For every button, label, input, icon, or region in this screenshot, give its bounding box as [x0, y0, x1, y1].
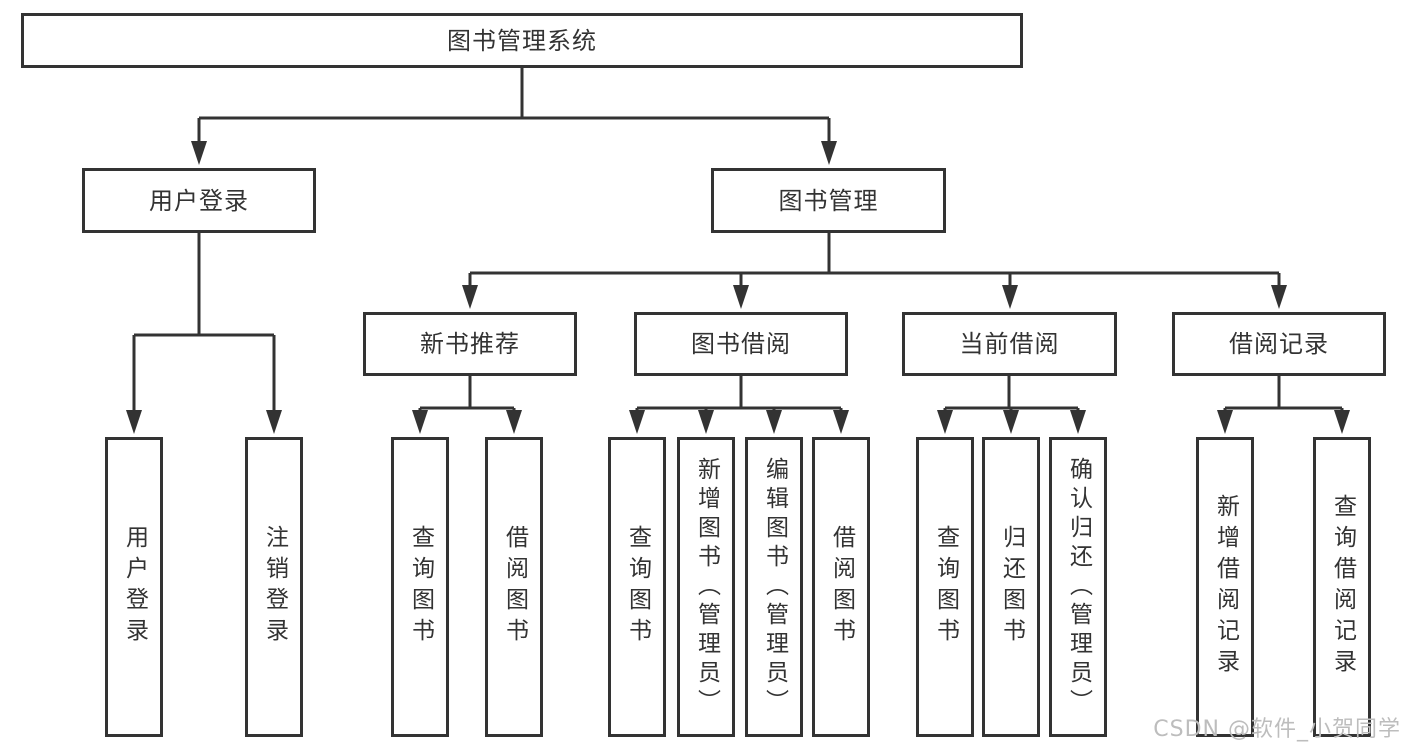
- node-borrow-records: 借阅记录: [1172, 312, 1386, 376]
- connector-current-borrow-to-leaves: [943, 376, 1080, 414]
- arrow-down-icon: [1217, 410, 1233, 434]
- arrow-down-icon: [266, 410, 282, 434]
- leaf-new-book-borrow-books: 借阅图书: [485, 437, 543, 737]
- arrow-down-icon: [126, 410, 142, 434]
- arrow-down-icon: [412, 410, 428, 434]
- arrow-down-icon: [629, 410, 645, 434]
- arrow-down-icon: [1271, 285, 1287, 309]
- leaf-current-query-books: 查询图书: [916, 437, 974, 737]
- leaf-borrow-query-books: 查询图书: [608, 437, 666, 737]
- leaf-add-books-admin: 新增图书（管理员）: [677, 437, 735, 737]
- connector-new-book-to-leaves: [418, 376, 516, 414]
- arrow-down-icon: [698, 410, 714, 434]
- arrow-down-icon: [1002, 285, 1018, 309]
- node-user-login: 用户登录: [82, 168, 316, 233]
- arrow-down-icon: [821, 141, 837, 165]
- leaf-borrow-borrow-books: 借阅图书: [812, 437, 870, 737]
- node-library-management-system: 图书管理系统: [21, 13, 1023, 68]
- connector-root-to-level2: [197, 68, 831, 143]
- arrow-down-icon: [191, 141, 207, 165]
- arrow-down-icon: [1334, 410, 1350, 434]
- node-book-management: 图书管理: [711, 168, 946, 233]
- leaf-add-borrow-record: 新增借阅记录: [1196, 437, 1254, 737]
- leaf-return-books: 归还图书: [982, 437, 1040, 737]
- leaf-user-login: 用户登录: [105, 437, 163, 737]
- connector-book-borrow-to-leaves: [635, 376, 843, 414]
- node-new-book-recommend: 新书推荐: [363, 312, 577, 376]
- leaf-query-borrow-record: 查询借阅记录: [1313, 437, 1371, 737]
- node-book-borrow: 图书借阅: [634, 312, 848, 376]
- csdn-watermark: CSDN @软件_小贺同学: [1153, 717, 1401, 742]
- connector-user-login-to-leaves: [132, 233, 276, 412]
- leaf-edit-books-admin: 编辑图书（管理员）: [745, 437, 803, 737]
- arrow-down-icon: [833, 410, 849, 434]
- arrow-down-icon: [733, 285, 749, 309]
- leaf-confirm-return-admin: 确认归还（管理员）: [1049, 437, 1107, 737]
- arrow-down-icon: [1003, 410, 1019, 434]
- connector-borrow-records-to-leaves: [1223, 376, 1344, 414]
- node-current-borrow: 当前借阅: [902, 312, 1117, 376]
- arrow-down-icon: [1070, 410, 1086, 434]
- arrow-down-icon: [937, 410, 953, 434]
- leaf-logout: 注销登录: [245, 437, 303, 737]
- arrow-down-icon: [766, 410, 782, 434]
- connector-book-mgmt-to-level3: [468, 233, 1281, 287]
- leaf-new-book-query-books: 查询图书: [391, 437, 449, 737]
- arrow-down-icon: [462, 285, 478, 309]
- arrow-down-icon: [506, 410, 522, 434]
